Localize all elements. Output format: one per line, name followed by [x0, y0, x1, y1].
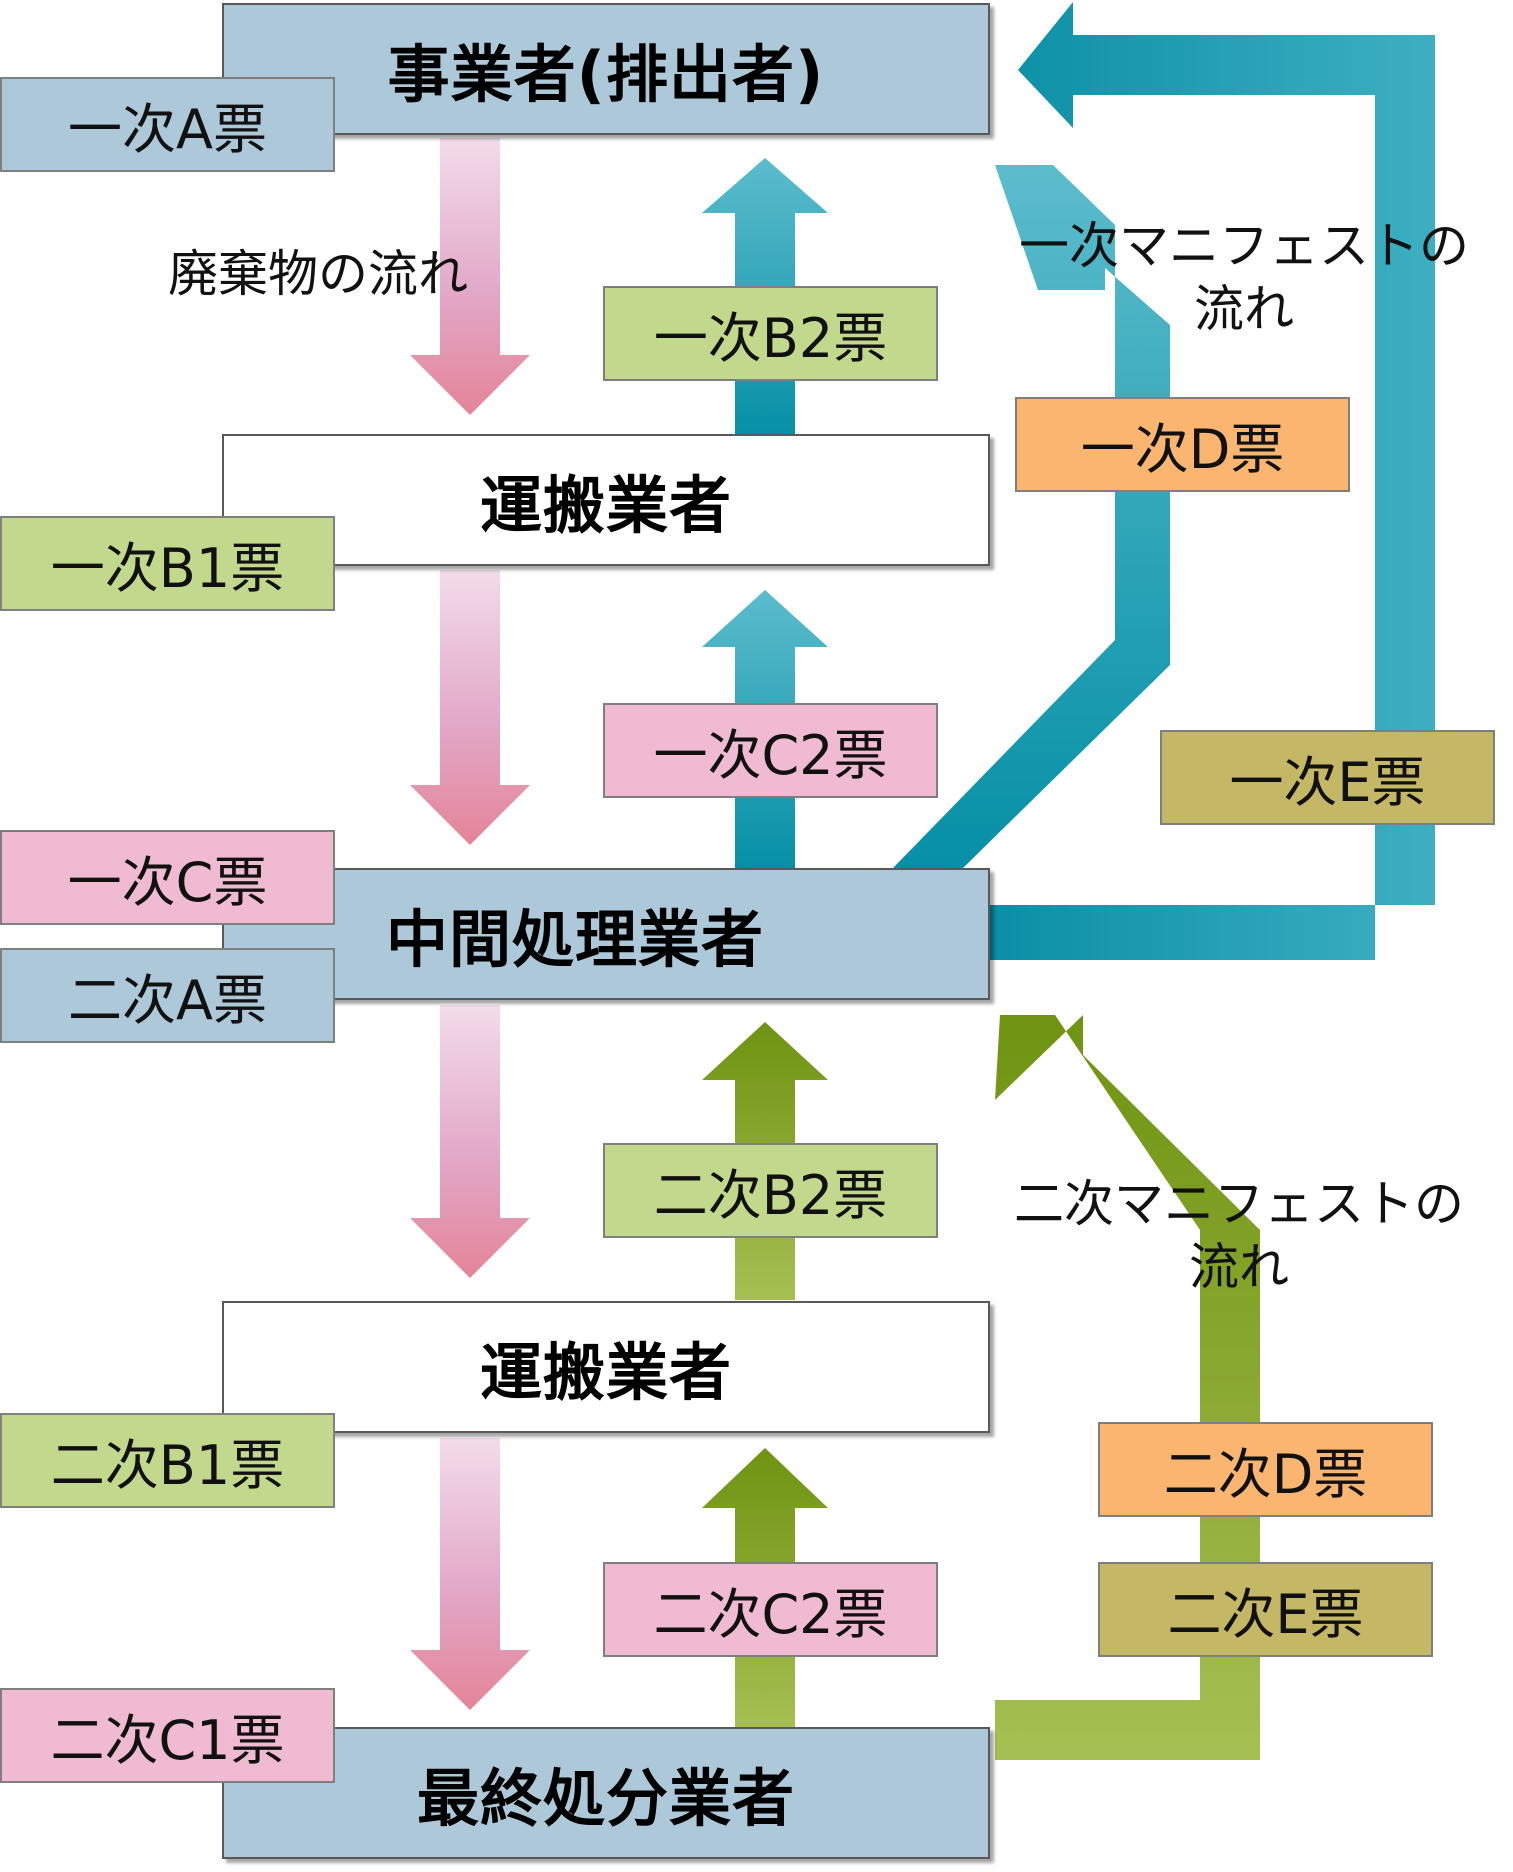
- slip-secondary-c2: 二次C2票: [603, 1562, 938, 1657]
- primary-arrow-e: [990, 2, 1435, 960]
- slip-secondary-b1: 二次B1票: [0, 1413, 335, 1508]
- emitter-box: 事業者(排出者): [222, 3, 990, 135]
- slip-primary-c2: 一次C2票: [603, 703, 938, 798]
- waste-arrow-3: [410, 1005, 530, 1278]
- slip-secondary-a: 二次A票: [0, 948, 335, 1043]
- transporter-box-1: 運搬業者: [222, 434, 990, 566]
- slip-primary-d: 一次D票: [1015, 397, 1350, 492]
- intermediate-processor-box: 中間処理業者: [222, 868, 990, 1000]
- slip-primary-a: 一次A票: [0, 77, 335, 172]
- primary-arrow-d: [893, 165, 1170, 868]
- slip-primary-b2: 一次B2票: [603, 286, 938, 381]
- final-disposal-box: 最終処分業者: [222, 1727, 990, 1859]
- secondary-manifest-flow-label: 二次マニフェストの 流れ: [1014, 1175, 1464, 1296]
- waste-arrow-1: [410, 138, 530, 415]
- waste-arrow-2: [410, 570, 530, 845]
- primary-manifest-flow-label: 一次マニフェストの 流れ: [1019, 217, 1469, 338]
- slip-secondary-e: 二次E票: [1098, 1562, 1433, 1657]
- transporter-box-2: 運搬業者: [222, 1301, 990, 1433]
- slip-secondary-c1: 二次C1票: [0, 1688, 335, 1783]
- slip-primary-b1: 一次B1票: [0, 516, 335, 611]
- secondary-arrow-d: [995, 1015, 1260, 1760]
- slip-secondary-b2: 二次B2票: [603, 1143, 938, 1238]
- waste-flow-label: 廃棄物の流れ: [168, 245, 468, 303]
- slip-primary-c: 一次C票: [0, 830, 335, 925]
- waste-arrow-4: [410, 1438, 530, 1710]
- slip-primary-e: 一次E票: [1160, 730, 1495, 825]
- slip-secondary-d: 二次D票: [1098, 1422, 1433, 1517]
